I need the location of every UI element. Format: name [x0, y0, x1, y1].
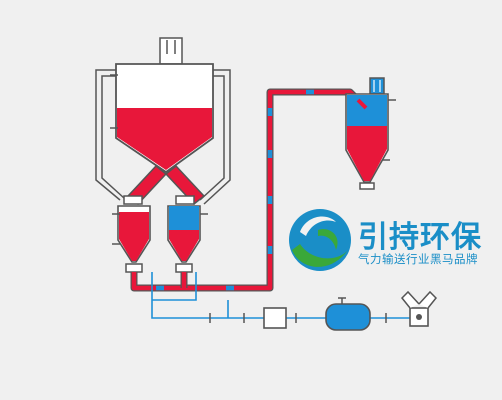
silo-material: [117, 108, 212, 170]
air-line-branch: [152, 272, 197, 301]
left-pressure-vessel: [112, 205, 151, 273]
silo-vent: [159, 37, 183, 65]
vent-line-left: [95, 69, 121, 201]
compressor: [400, 290, 438, 327]
logo-swoosh-white: [300, 216, 336, 236]
receiving-bin: [345, 77, 396, 190]
bin-inlet: [356, 98, 368, 110]
air-line-main: [151, 272, 264, 319]
logo-swoosh-green-inner: [318, 229, 338, 250]
compressor-cylinder-right: [418, 290, 438, 309]
right-vessel-material: [169, 230, 199, 261]
air-receiver-tank: [325, 297, 371, 331]
air-supply-line: [151, 272, 410, 319]
inlet-valve-right: [175, 195, 195, 205]
vent-line-right: [203, 69, 231, 205]
bin-material: [347, 126, 387, 181]
left-vessel-material: [119, 212, 149, 261]
bin-air: [347, 95, 387, 126]
silo-vent-lines: [95, 69, 231, 205]
vent-line-right-inner: [199, 75, 225, 201]
compressor-cylinder-left: [400, 290, 420, 309]
air-line-valves: [209, 313, 387, 323]
storage-silo: [110, 37, 214, 174]
air-filter: [263, 307, 287, 329]
vent-line-left-inner: [101, 75, 125, 199]
logo-swoosh-green: [292, 244, 348, 267]
left-outlet-valve: [125, 263, 143, 273]
bin-filter: [369, 77, 385, 95]
right-outlet-valve: [175, 263, 193, 273]
inlet-valve-left: [123, 195, 143, 205]
right-vessel-air: [169, 206, 199, 230]
tank-body: [325, 303, 371, 331]
bin-outlet-valve: [359, 182, 375, 190]
right-pressure-vessel: [167, 205, 208, 273]
brand-logo: [289, 209, 351, 271]
compressor-shaft: [416, 314, 422, 320]
discharge-chutes: [123, 164, 206, 206]
